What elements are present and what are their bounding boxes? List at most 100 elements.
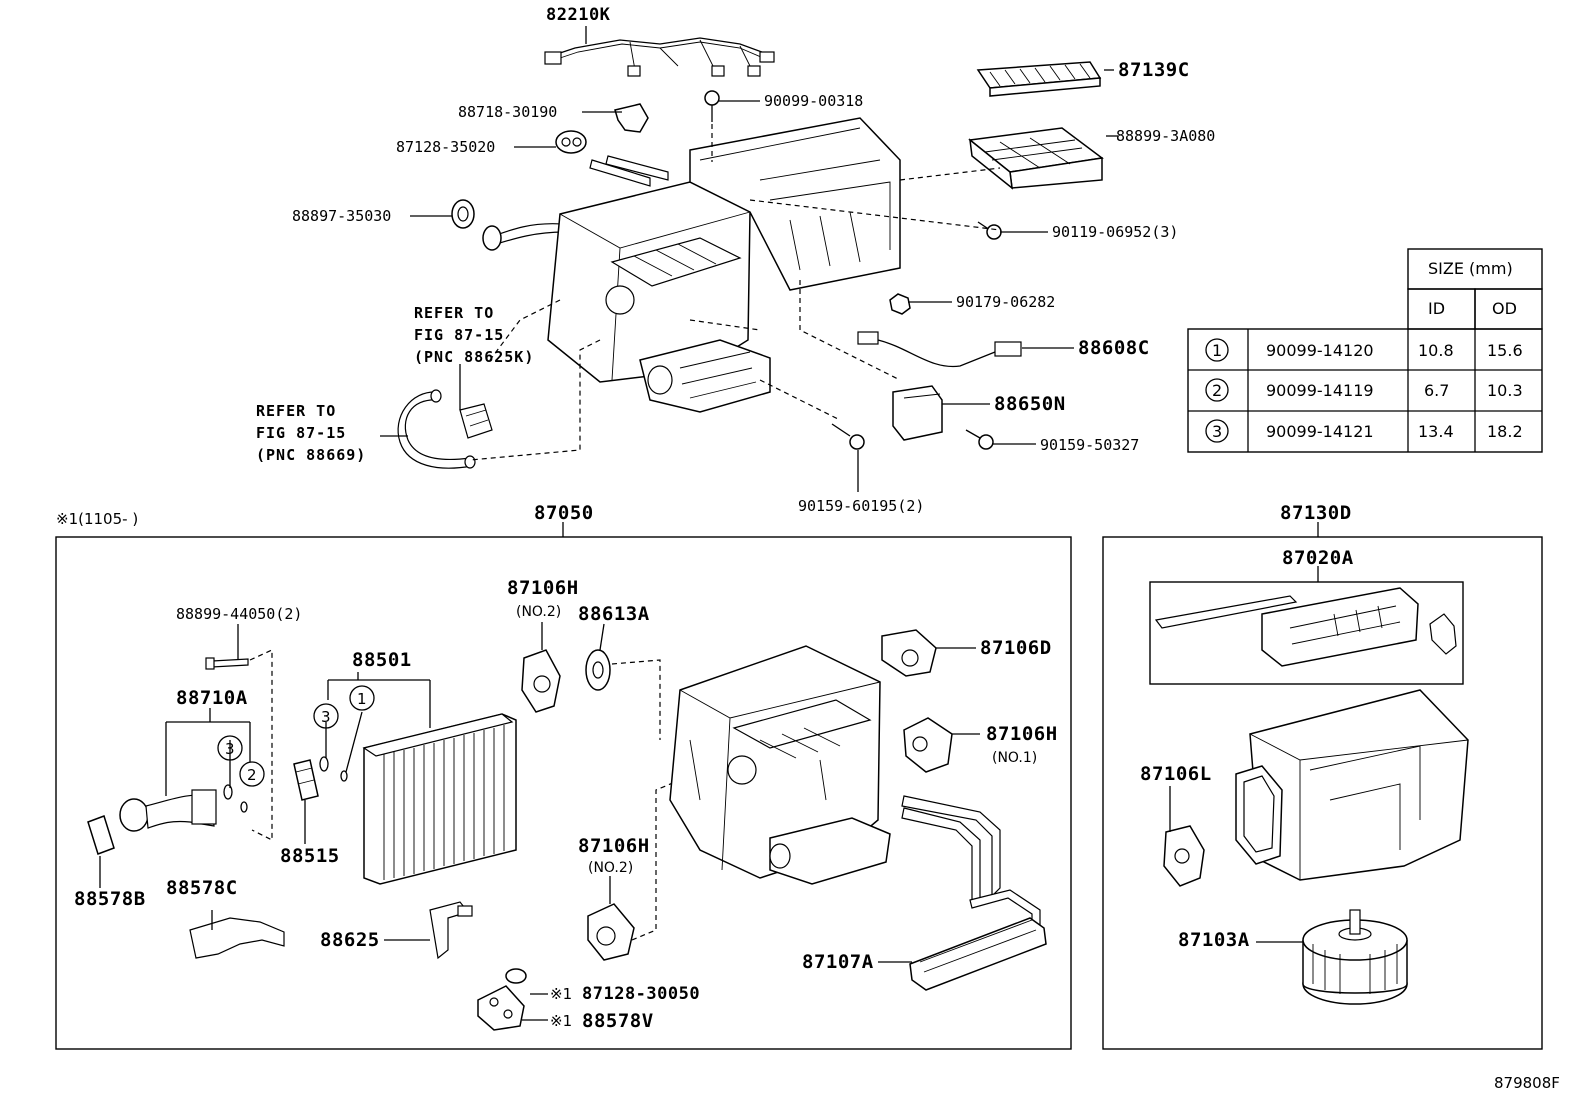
heater-core-drawing: [901, 795, 1047, 991]
label-87103A: 87103A: [1178, 929, 1250, 951]
table-row3-no: 3: [1212, 422, 1222, 441]
label-87130D: 87130D: [1280, 502, 1352, 524]
pipe-88710A-drawing: [119, 789, 217, 832]
gear-88613A: [585, 623, 661, 740]
refer-1-line1: REFER TO: [414, 304, 494, 322]
label-88897-35030: 88897-35030: [292, 207, 391, 225]
label-88710A: 88710A: [176, 687, 248, 709]
table-row2-no: 2: [1212, 381, 1222, 400]
label-87106D: 87106D: [980, 637, 1052, 659]
figure-code: 879808F: [1494, 1074, 1560, 1092]
sensor-connector-drawing: [459, 403, 493, 439]
label-88613A: 88613A: [578, 603, 650, 625]
table-row2-id: 6.7: [1424, 381, 1449, 400]
label-88899-44050: 88899-44050(2): [176, 605, 302, 623]
table-row2-part: 90099-14119: [1266, 381, 1374, 400]
label-88650N: 88650N: [994, 393, 1066, 415]
table-row1-od: 15.6: [1487, 341, 1523, 360]
control-unit-88650N: [892, 385, 943, 441]
label-87128-30050: 87128-30050: [582, 984, 700, 1004]
refer-1-line3: (PNC 88625K): [414, 348, 534, 366]
table-row1-part: 90099-14120: [1266, 341, 1374, 360]
wire-88625-drawing: [429, 901, 473, 960]
air-filter-drawing: [976, 61, 1102, 97]
table-row3-od: 18.2: [1487, 422, 1523, 441]
lower-hvac-unit-drawing: [669, 645, 891, 885]
seal-88578C: [189, 917, 285, 959]
hvac-unit-drawing: [547, 117, 901, 413]
label-87020A: 87020A: [1282, 547, 1354, 569]
label-88608C: 88608C: [1078, 337, 1150, 359]
label-87128-35020: 87128-35020: [396, 138, 495, 156]
label-82210K: 82210K: [546, 5, 611, 25]
top-leaders: [380, 26, 1118, 492]
servo-motor-87106H-no2-top: [521, 622, 561, 713]
wire-harness-drawing: [544, 37, 775, 77]
screw-90099-00318: [704, 90, 720, 122]
seal-88578B: [87, 815, 115, 855]
label-87106H-bottom-sub: (NO.2): [588, 860, 633, 876]
bolt-90159-50327: [965, 429, 994, 450]
label-88625: 88625: [320, 929, 380, 951]
label-90179-06282: 90179-06282: [956, 293, 1055, 311]
connector-88608C: [857, 331, 1022, 368]
group-box-87020A: [1149, 581, 1464, 685]
blower-motor-87103A-drawing: [1256, 909, 1408, 1005]
size-table: [1187, 248, 1543, 453]
servo-motor-87106D: [881, 629, 976, 677]
footnote-mark-1: ※1: [550, 985, 572, 1003]
callout-3-b: 3: [321, 708, 331, 726]
label-88899-3A080: 88899-3A080: [1116, 127, 1215, 145]
footnote-note: ※1(1105- ): [56, 510, 138, 528]
callout-1: 1: [357, 690, 367, 708]
label-90159-60195: 90159-60195(2): [798, 497, 924, 515]
refer-1-line2: FIG 87-15: [414, 326, 504, 344]
callout-3-a: 3: [225, 740, 235, 758]
callout-circles: [217, 685, 375, 787]
servo-motor-87106H-no2-bottom: [587, 779, 681, 961]
bolt-90159-60195: [831, 423, 865, 450]
group-box-87130D: [1102, 536, 1543, 1050]
label-88515: 88515: [280, 845, 340, 867]
label-88578B: 88578B: [74, 888, 146, 910]
servo-motor-87106H-no1: [903, 717, 980, 773]
callout-2: 2: [247, 766, 257, 784]
label-87106H-top-sub: (NO.2): [516, 604, 561, 620]
servo-motor-87106L: [1163, 786, 1205, 887]
table-header-id: ID: [1428, 299, 1445, 318]
duct-hose-drawing: [397, 389, 476, 469]
label-87106H-no1-sub: (NO.1): [992, 750, 1037, 766]
table-header-size: SIZE (mm): [1428, 259, 1513, 278]
table-row3-id: 13.4: [1418, 422, 1454, 441]
filter-case-drawing: [968, 127, 1104, 190]
label-87106L: 87106L: [1140, 763, 1212, 785]
label-88501: 88501: [352, 649, 412, 671]
table-header-od: OD: [1492, 299, 1517, 318]
evaporator-drawing: [362, 713, 517, 885]
expansion-valve-88515: [293, 759, 319, 801]
refer-2-line2: FIG 87-15: [256, 424, 346, 442]
top-dashed-guides: [469, 124, 1001, 461]
label-87106H-bottom: 87106H: [578, 835, 650, 857]
table-row2-od: 10.3: [1487, 381, 1523, 400]
label-90099-00318: 90099-00318: [764, 92, 863, 110]
label-90159-50327: 90159-50327: [1040, 436, 1139, 454]
grommet-87128-35020: [555, 130, 587, 154]
nut-90179-06282: [889, 293, 911, 315]
table-row1-id: 10.8: [1418, 341, 1454, 360]
label-87107A: 87107A: [802, 951, 874, 973]
label-87050: 87050: [534, 502, 594, 524]
packing-88578V-drawing: [477, 968, 527, 1031]
refer-2-line1: REFER TO: [256, 402, 336, 420]
label-87106H-top: 87106H: [507, 577, 579, 599]
label-88578C: 88578C: [166, 877, 238, 899]
screw-90119-06952: [977, 221, 1002, 240]
table-row3-part: 90099-14121: [1266, 422, 1374, 441]
door-parts-87020A-drawing: [1154, 587, 1457, 667]
label-87106H-no1: 87106H: [986, 723, 1058, 745]
o-rings: [223, 756, 348, 813]
label-88718-30190: 88718-30190: [458, 103, 557, 121]
blower-case-drawing: [1235, 689, 1469, 881]
table-row1-no: 1: [1212, 341, 1222, 360]
